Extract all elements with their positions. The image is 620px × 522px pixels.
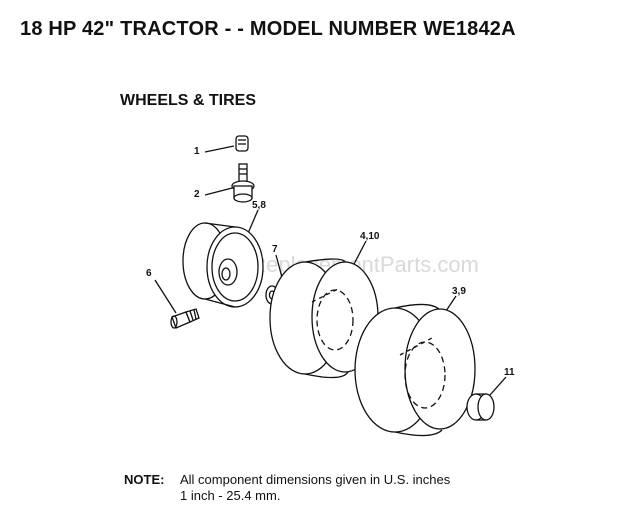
leader-11 [489, 376, 507, 396]
page-title: 18 HP 42" TRACTOR - - MODEL NUMBER WE184… [20, 18, 516, 40]
callout-11: 11 [504, 367, 515, 378]
leader-2 [204, 186, 237, 196]
valve-cap-icon [235, 135, 249, 152]
leader-6 [154, 279, 177, 314]
note-line-1: All component dimensions given in U.S. i… [180, 472, 451, 487]
bolt-icon [170, 308, 200, 329]
front-tire-icon [269, 258, 379, 379]
hub-cap-icon [466, 393, 495, 421]
callout-4-10: 4,10 [360, 231, 380, 242]
callout-5-8: 5,8 [252, 200, 266, 211]
note-block: NOTE: All component dimensions given in U… [124, 472, 450, 504]
note-label: NOTE: [124, 472, 165, 487]
rear-tire-icon [354, 303, 476, 437]
callout-3-9: 3,9 [452, 286, 466, 297]
section-title: WHEELS & TIRES [120, 92, 257, 109]
valve-stem-icon [231, 163, 255, 203]
callout-6: 6 [146, 268, 152, 279]
wheel-rim-icon [182, 222, 264, 308]
note-line-2: 1 inch - 25.4 mm. [180, 488, 281, 503]
callout-2: 2 [194, 189, 200, 200]
callout-1: 1 [194, 146, 200, 157]
callout-7: 7 [272, 244, 278, 255]
leader-1 [204, 145, 235, 153]
